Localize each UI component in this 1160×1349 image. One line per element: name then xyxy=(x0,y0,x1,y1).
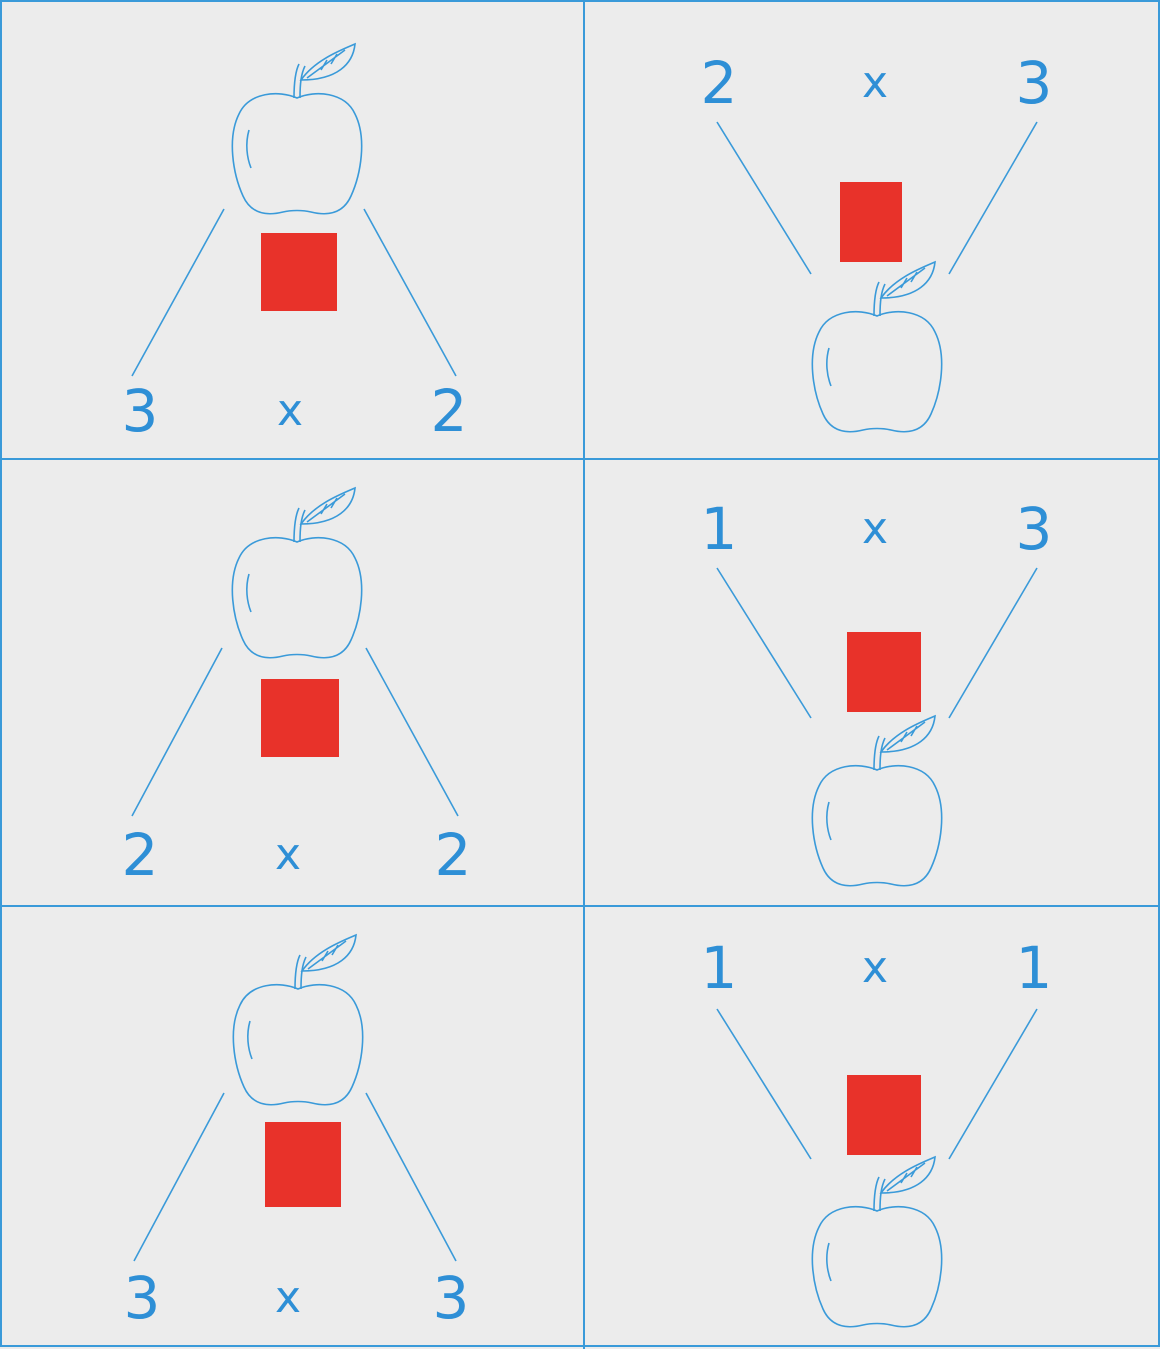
factor-right: 2 xyxy=(413,826,493,884)
apple-icon xyxy=(812,262,941,432)
factor-left: 2 xyxy=(100,826,180,884)
apple-icon xyxy=(812,716,941,886)
cell-4: 1 x 3 xyxy=(585,460,1160,905)
cell-3: 2 x 2 xyxy=(4,460,583,905)
connector-line-right xyxy=(366,1093,456,1261)
red-square xyxy=(265,1122,341,1207)
red-square xyxy=(840,182,902,262)
factor-right: 2 xyxy=(409,382,489,440)
factor-right: 3 xyxy=(994,54,1074,112)
red-square xyxy=(261,679,339,757)
factor-left: 1 xyxy=(679,939,759,997)
red-square xyxy=(847,632,921,712)
multiply-sign: x xyxy=(835,54,915,112)
factor-left: 3 xyxy=(100,382,180,440)
red-square xyxy=(261,233,337,311)
apple-icon xyxy=(232,488,361,658)
factor-left: 3 xyxy=(102,1269,182,1327)
connector-line-right xyxy=(366,648,458,816)
connector-line-left xyxy=(132,648,222,816)
factor-right: 3 xyxy=(411,1269,491,1327)
factor-left: 2 xyxy=(679,54,759,112)
factor-right: 1 xyxy=(994,939,1074,997)
cell-5: 3 x 3 xyxy=(4,907,583,1347)
red-square xyxy=(847,1075,921,1155)
apple-icon xyxy=(232,44,361,214)
connector-line-left xyxy=(134,1093,224,1261)
multiply-sign: x xyxy=(248,1269,328,1327)
connector-line-left xyxy=(717,1009,811,1159)
cell-1: 3 x 2 xyxy=(4,4,583,458)
cell-2: 2 x 3 xyxy=(585,4,1160,458)
connector-line-right xyxy=(949,568,1037,718)
multiply-sign: x xyxy=(248,826,328,884)
multiply-sign: x xyxy=(250,382,330,440)
factor-left: 1 xyxy=(679,500,759,558)
connector-line-left xyxy=(717,122,811,274)
connector-line-left xyxy=(717,568,811,718)
connector-line-left xyxy=(132,209,224,376)
connector-line-right xyxy=(949,122,1037,274)
connector-line-right xyxy=(949,1009,1037,1159)
connector-line-right xyxy=(364,209,456,376)
factor-right: 3 xyxy=(994,500,1074,558)
cell-6: 1 x 1 xyxy=(585,907,1160,1347)
apple-icon xyxy=(812,1157,941,1327)
multiply-sign: x xyxy=(835,500,915,558)
multiply-sign: x xyxy=(835,939,915,997)
apple-icon xyxy=(233,935,362,1105)
